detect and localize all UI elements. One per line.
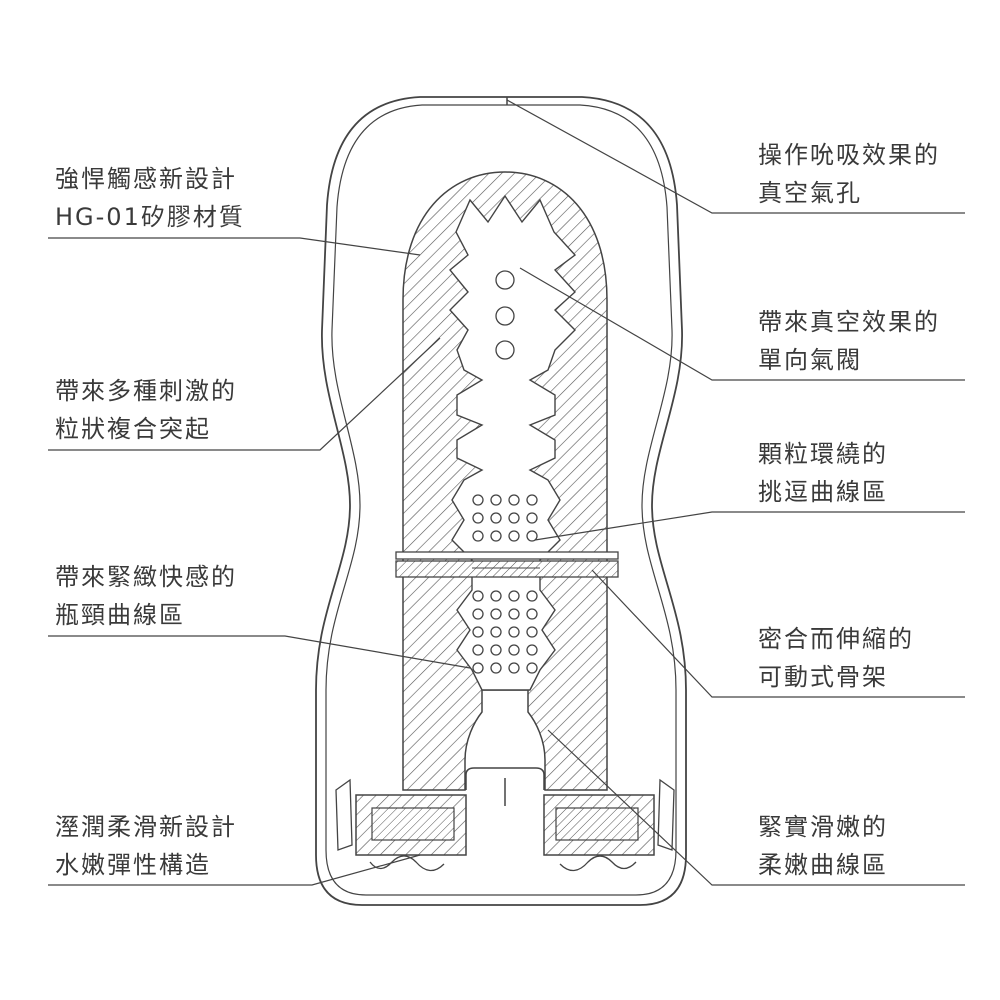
- inner-bumps: [472, 270, 538, 674]
- label-one-way-valve: 帶來真空效果的 單向氣閥: [758, 303, 940, 379]
- label-line: HG-01矽膠材質: [55, 203, 245, 231]
- label-line: 溼潤柔滑新設計: [55, 813, 237, 841]
- label-line: 粒狀複合突起: [55, 415, 211, 443]
- label-line: 可動式骨架: [758, 663, 888, 691]
- leader-left-2: [48, 337, 441, 451]
- label-granular-bumps: 帶來多種刺激的 粒狀複合突起: [55, 372, 237, 448]
- label-line: 強悍觸感新設計: [55, 165, 237, 193]
- leader-right-2: [519, 267, 965, 381]
- label-line: 瓶頸曲線區: [55, 601, 185, 629]
- label-line: 柔嫩曲線區: [758, 851, 888, 879]
- inner-shell: [325, 104, 677, 896]
- label-neck-curve: 帶來緊緻快感的 瓶頸曲線區: [55, 558, 237, 634]
- label-line: 帶來緊緻快感的: [55, 563, 237, 591]
- base-ring: [335, 767, 675, 872]
- label-moist-structure: 溼潤柔滑新設計 水嫩彈性構造: [55, 808, 237, 884]
- label-line: 緊實滑嫩的: [758, 813, 888, 841]
- label-movable-frame: 密合而伸縮的 可動式骨架: [758, 620, 914, 696]
- label-line: 帶來真空效果的: [758, 308, 940, 336]
- movable-frame: [395, 551, 619, 578]
- label-hg01-material: 強悍觸感新設計 HG-01矽膠材質: [55, 160, 245, 236]
- leader-right-4: [591, 569, 965, 698]
- leader-left-1: [48, 237, 421, 256]
- label-vacuum-hole: 操作吮吸效果的 真空氣孔: [758, 136, 940, 212]
- label-line: 操作吮吸效果的: [758, 141, 940, 169]
- leader-right-5: [547, 729, 965, 886]
- label-line: 挑逗曲線區: [758, 478, 888, 506]
- leader-lines: [48, 99, 965, 886]
- label-line: 單向氣閥: [758, 346, 862, 374]
- label-line: 密合而伸縮的: [758, 625, 914, 653]
- leader-right-3: [534, 511, 965, 541]
- label-line: 水嫩彈性構造: [55, 851, 211, 879]
- leader-left-3: [48, 635, 471, 669]
- label-line: 帶來多種刺激的: [55, 377, 237, 405]
- label-granule-ring-zone: 顆粒環繞的 挑逗曲線區: [758, 435, 888, 511]
- label-line: 真空氣孔: [758, 179, 862, 207]
- label-soft-curve-zone: 緊實滑嫩的 柔嫩曲線區: [758, 808, 888, 884]
- leader-right-1: [506, 99, 965, 214]
- leader-left-4: [48, 854, 421, 886]
- label-line: 顆粒環繞的: [758, 440, 888, 468]
